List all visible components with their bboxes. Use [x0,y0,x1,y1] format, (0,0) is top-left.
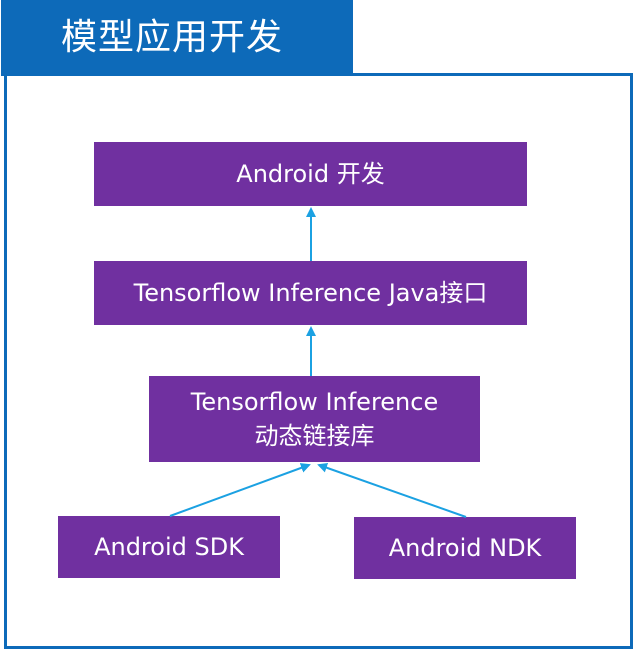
node-android-ndk: Android NDK [354,517,576,579]
node-android-dev-label: Android 开发 [236,160,385,188]
node-android-sdk-label: Android SDK [94,533,244,561]
page-title: 模型应用开发 [1,0,353,76]
node-android-sdk: Android SDK [58,516,280,578]
node-java-api: Tensorflow Inference Java接口 [94,261,527,325]
node-dynamic-library-line2: 动态链接库 [254,422,375,450]
node-android-ndk-label: Android NDK [388,534,542,562]
node-java-api-label: Tensorflow Inference Java接口 [133,279,488,307]
diagram-frame [4,73,633,649]
node-dynamic-library: Tensorflow Inference 动态链接库 [149,376,480,462]
node-android-dev: Android 开发 [94,142,527,206]
node-dynamic-library-line1: Tensorflow Inference [190,388,439,416]
